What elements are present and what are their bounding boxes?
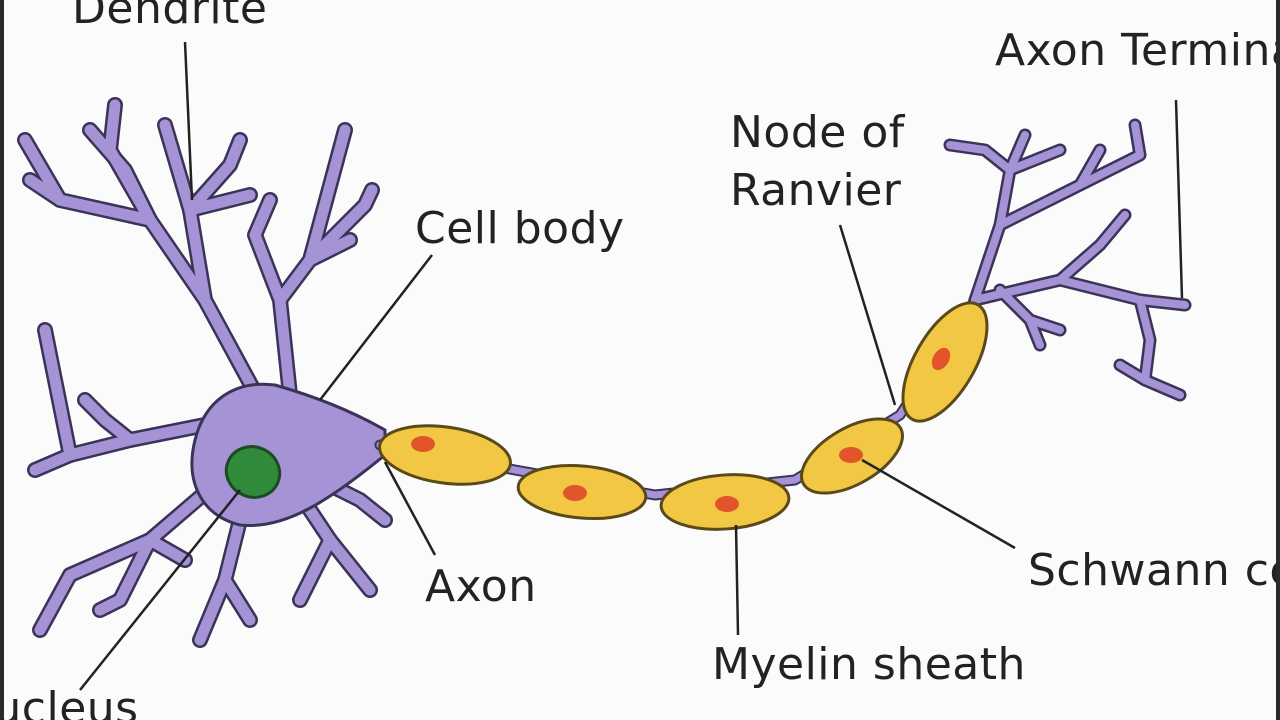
axon-terminals: [943, 118, 1192, 402]
leader-lines: [79, 41, 1184, 691]
schwann-cell-1: [378, 424, 512, 486]
leader-schwann: [861, 458, 1016, 550]
leader-terminal: [1174, 99, 1184, 299]
schwann-cell-4: [800, 417, 904, 495]
label-cell-body: Cell body: [415, 203, 625, 254]
leader-dendrite: [183, 41, 194, 201]
schwann-cell-5: [901, 301, 989, 423]
label-dendrite: Dendrite: [72, 0, 268, 34]
nucleus: [224, 445, 282, 499]
left-frame-edge: [0, 0, 4, 720]
leader-axon: [383, 461, 437, 556]
label-nucleus: Nucleus: [0, 683, 139, 720]
label-node-of-ranvier-line1: Node of: [730, 107, 905, 158]
leader-nucleus: [79, 489, 241, 691]
label-node-of-ranvier-line2: Ranvier: [730, 165, 902, 216]
myelin-sheath: [378, 301, 989, 531]
leader-node: [838, 224, 897, 406]
leader-myelin: [734, 524, 740, 636]
right-frame-edge: [1276, 0, 1280, 720]
label-axon: Axon: [425, 561, 537, 612]
dendrites: [17, 97, 393, 648]
label-myelin-sheath: Myelin sheath: [712, 639, 1026, 690]
label-schwann-cell: Schwann cell: [1028, 545, 1280, 596]
schwann-cell-2: [516, 464, 648, 520]
schwann-cell-3: [659, 473, 791, 531]
label-axon-terminal: Axon Terminal: [995, 25, 1280, 76]
leader-cell-body: [319, 254, 433, 401]
